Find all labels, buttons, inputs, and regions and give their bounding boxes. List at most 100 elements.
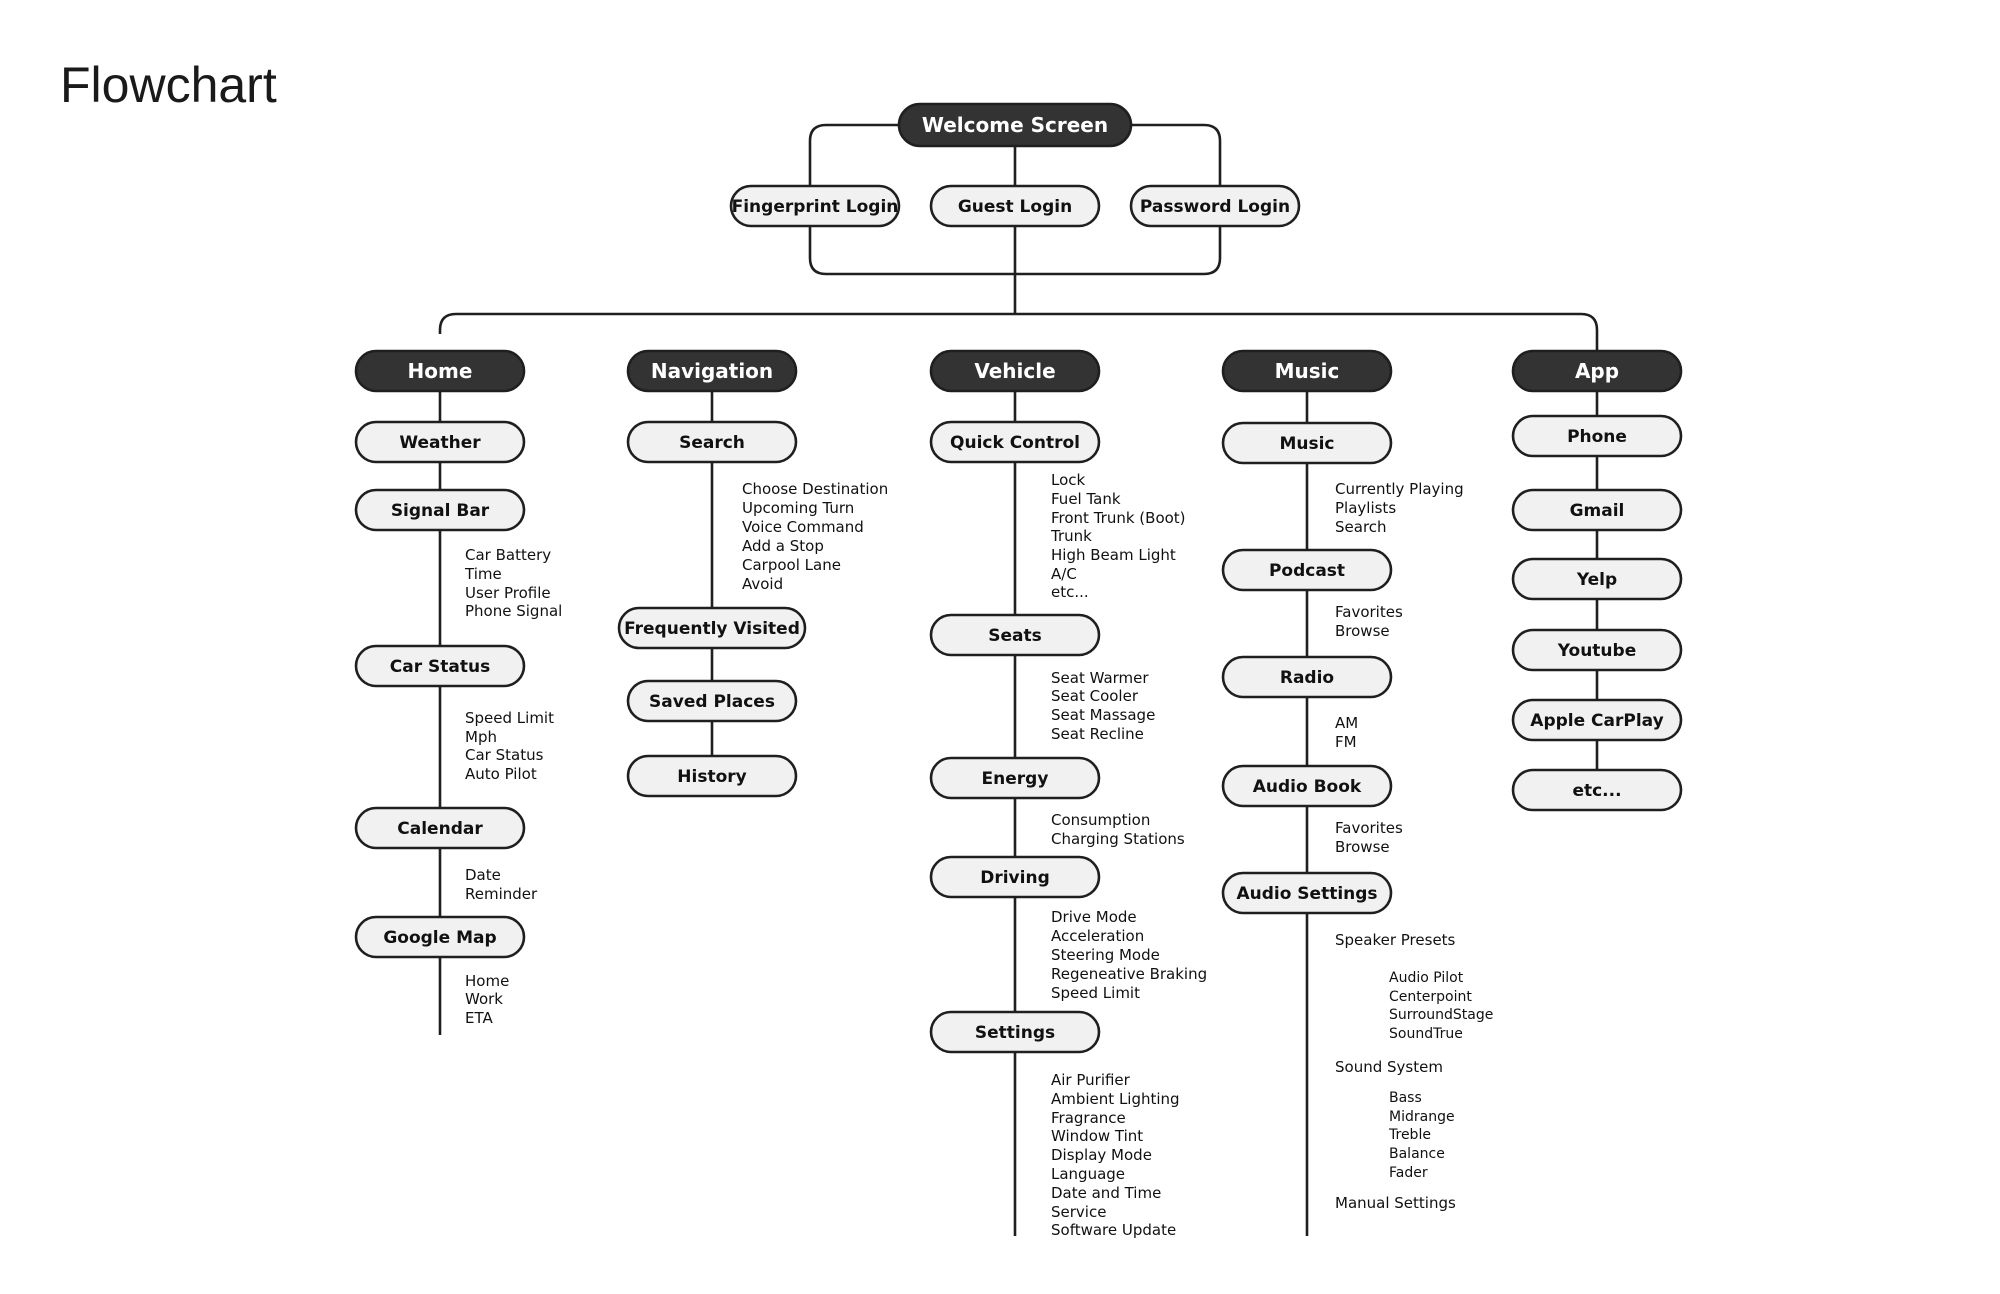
node-fingerprint-login: Fingerprint Login [729, 184, 901, 228]
detail-seat-massage: Seat Massage [1051, 706, 1155, 724]
node-fingerprint-login-shape [729, 184, 901, 228]
detail-front-trunk-boot: Front Trunk (Boot) [1051, 509, 1186, 527]
node-music-radio-shape [1221, 655, 1393, 699]
node-music-audio-settings: Audio Settings [1221, 871, 1393, 915]
node-navigation-history-shape [626, 754, 798, 798]
detail-date: Date [465, 866, 501, 884]
node-music-radio-label: Radio [1280, 668, 1334, 688]
node-guest-login-label: Guest Login [958, 197, 1072, 217]
node-vehicle-energy: Energy [929, 756, 1101, 800]
detail-speed-limit: Speed Limit [1051, 984, 1140, 1002]
detail-window-tint: Window Tint [1051, 1127, 1143, 1145]
detail-car-status: Car Status [465, 746, 544, 764]
detail-seat-cooler: Seat Cooler [1051, 687, 1139, 705]
detail-speed-limit: Speed Limit [465, 709, 554, 727]
detail-playlists: Playlists [1335, 499, 1396, 517]
detail-consumption: Consumption [1051, 811, 1150, 829]
node-app-gmail-shape [1511, 488, 1683, 532]
node-app-yelp: Yelp [1511, 557, 1683, 601]
node-navigation-search: Search [626, 420, 798, 464]
detail-browse: Browse [1335, 838, 1390, 856]
node-guest-login-shape [929, 184, 1101, 228]
node-app-phone-shape [1511, 414, 1683, 458]
page-title: Flowchart [60, 57, 277, 113]
node-app-shape [1511, 349, 1683, 393]
node-home-shape [354, 349, 526, 393]
group-item-treble: Treble [1388, 1127, 1431, 1143]
node-music: Music [1221, 349, 1393, 393]
node-vehicle-settings-label: Settings [975, 1023, 1055, 1043]
node-vehicle-energy-label: Energy [982, 769, 1049, 789]
node-guest-login: Guest Login [929, 184, 1101, 228]
node-music-podcast-shape [1221, 548, 1393, 592]
detail-fm: FM [1335, 733, 1357, 751]
node-navigation-search-shape [626, 420, 798, 464]
node-vehicle-settings-shape [929, 1010, 1101, 1054]
group-item-soundtrue: SoundTrue [1389, 1026, 1463, 1042]
detail-service: Service [1051, 1203, 1106, 1221]
node-app-apple-carplay: Apple CarPlay [1511, 698, 1683, 742]
detail-time: Time [464, 565, 502, 583]
group-item-surroundstage: SurroundStage [1389, 1007, 1493, 1023]
node-navigation-saved-places: Saved Places [626, 679, 798, 723]
node-home-google-map-shape [354, 915, 526, 959]
node-navigation-label: Navigation [651, 359, 773, 383]
node-music-label: Music [1275, 359, 1340, 383]
detail-avoid: Avoid [742, 575, 783, 593]
detail-a-c: A/C [1051, 565, 1077, 583]
node-app-yelp-label: Yelp [1576, 570, 1617, 590]
node-home-calendar-shape [354, 806, 526, 850]
node-app-label: App [1575, 359, 1619, 383]
detail-language: Language [1051, 1165, 1125, 1183]
detail-search: Search [1335, 518, 1387, 536]
node-welcome-screen-label: Welcome Screen [922, 113, 1108, 137]
node-navigation: Navigation [626, 349, 798, 393]
node-home-car-status-label: Car Status [390, 657, 490, 677]
node-app-youtube: Youtube [1511, 628, 1683, 672]
node-navigation-saved-places-label: Saved Places [649, 692, 775, 712]
detail-favorites: Favorites [1335, 819, 1403, 837]
detail-home: Home [465, 972, 509, 990]
detail-date-and-time: Date and Time [1051, 1184, 1161, 1202]
detail-acceleration: Acceleration [1051, 927, 1144, 945]
node-welcome-screen-shape [897, 102, 1133, 148]
detail-auto-pilot: Auto Pilot [465, 765, 537, 783]
group-item-bass: Bass [1389, 1090, 1422, 1106]
node-home-signal-bar-label: Signal Bar [391, 501, 490, 521]
node-vehicle-driving-label: Driving [980, 868, 1050, 888]
node-music-audio-settings-label: Audio Settings [1236, 884, 1377, 904]
node-home-weather: Weather [354, 420, 526, 464]
detail-car-battery: Car Battery [465, 546, 551, 564]
node-navigation-frequently-visited-label: Frequently Visited [624, 619, 800, 639]
node-app-phone: Phone [1511, 414, 1683, 458]
node-app-youtube-label: Youtube [1557, 641, 1636, 661]
detail-voice-command: Voice Command [742, 518, 864, 536]
group-item-fader: Fader [1389, 1165, 1428, 1181]
detail-fuel-tank: Fuel Tank [1051, 490, 1121, 508]
node-vehicle-seats: Seats [929, 613, 1101, 657]
node-navigation-shape [626, 349, 798, 393]
detail-air-purifier: Air Purifier [1051, 1071, 1131, 1089]
node-app-gmail: Gmail [1511, 488, 1683, 532]
node-vehicle-quick-control: Quick Control [929, 420, 1101, 464]
node-music-shape [1221, 349, 1393, 393]
node-navigation-frequently-visited-shape [617, 606, 807, 650]
node-app-youtube-shape [1511, 628, 1683, 672]
detail-etc: etc... [1051, 583, 1089, 601]
node-music-audio-book: Audio Book [1221, 764, 1393, 808]
detail-lock: Lock [1051, 471, 1086, 489]
detail-choose-destination: Choose Destination [742, 480, 888, 498]
node-home-calendar: Calendar [354, 806, 526, 850]
detail-steering-mode: Steering Mode [1051, 946, 1160, 964]
node-music-radio: Radio [1221, 655, 1393, 699]
node-music-podcast: Podcast [1221, 548, 1393, 592]
node-vehicle-label: Vehicle [974, 359, 1055, 383]
node-navigation-search-label: Search [679, 433, 745, 453]
detail-add-a-stop: Add a Stop [742, 537, 824, 555]
detail-work: Work [465, 990, 503, 1008]
detail-fragrance: Fragrance [1051, 1109, 1126, 1127]
group-item-midrange: Midrange [1389, 1109, 1455, 1125]
node-vehicle-quick-control-label: Quick Control [950, 433, 1080, 453]
